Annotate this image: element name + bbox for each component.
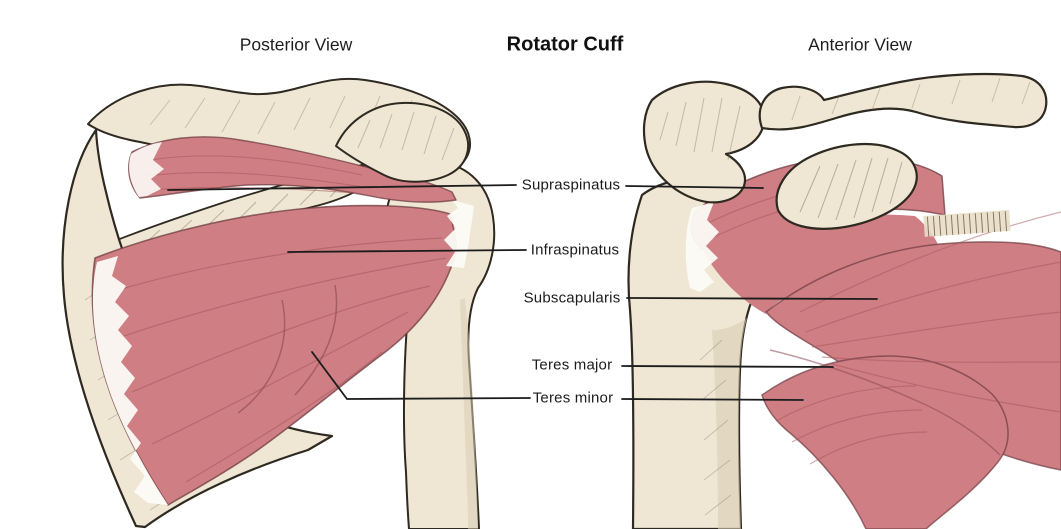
supraspinatus-striations-posterior	[145, 155, 371, 194]
coracoid-hatching	[799, 157, 903, 221]
label-infraspinatus: Infraspinatus	[530, 241, 620, 259]
leader-lines	[167, 184, 878, 401]
posterior-view-label: Posterior View	[239, 34, 353, 55]
humerus-shading	[460, 298, 478, 529]
label-teres-minor: Teres minor	[532, 389, 614, 407]
leader-line-supraspinatus-left	[167, 184, 517, 191]
anterior-view-label: Anterior View	[808, 34, 912, 55]
supraspinatus-muscle-posterior	[128, 136, 457, 203]
supraspinatus-origin-fringe	[129, 142, 164, 197]
anterior-view-illustration	[627, 72, 1061, 529]
label-teres-major: Teres major	[531, 356, 613, 374]
humerus-hatching-anterior	[699, 339, 732, 516]
leader-line-teres-minor-right	[621, 398, 804, 401]
acromion-bone-posterior	[335, 101, 469, 183]
acromion-hatching	[357, 111, 455, 161]
label-subscapularis: Subscapularis	[523, 289, 621, 307]
supraspinatus-insertion-fringe	[685, 202, 719, 292]
acromion-bone-anterior	[642, 80, 766, 204]
acromion-anterior-hatching	[659, 97, 741, 161]
subscapularis-teres-boundary	[769, 349, 1001, 456]
leader-line-teres-major	[621, 365, 834, 368]
cuff-capsule-muscle-anterior	[700, 214, 942, 314]
label-supraspinatus: Supraspinatus	[521, 176, 621, 194]
leader-line-infraspinatus	[287, 249, 527, 253]
clavicle-bone	[758, 72, 1048, 131]
leader-line-supraspinatus-right	[625, 185, 764, 189]
teres-major-muscle	[761, 355, 1009, 529]
teres-separation-creases	[237, 284, 338, 414]
posterior-view-illustration	[61, 77, 496, 529]
coracoid-process-bone	[775, 142, 918, 230]
page-title: Rotator Cuff	[506, 33, 624, 56]
leader-line-subscapularis	[626, 297, 878, 300]
medial-border-tendon-fringe	[92, 256, 168, 505]
humerus-shading-anterior	[712, 318, 747, 529]
clavicle-hatching	[791, 77, 1031, 121]
leader-line-teres-minor-left	[311, 351, 531, 400]
infraspinatus-striations	[111, 237, 447, 483]
subscapularis-tendon-ridges	[923, 209, 1011, 237]
